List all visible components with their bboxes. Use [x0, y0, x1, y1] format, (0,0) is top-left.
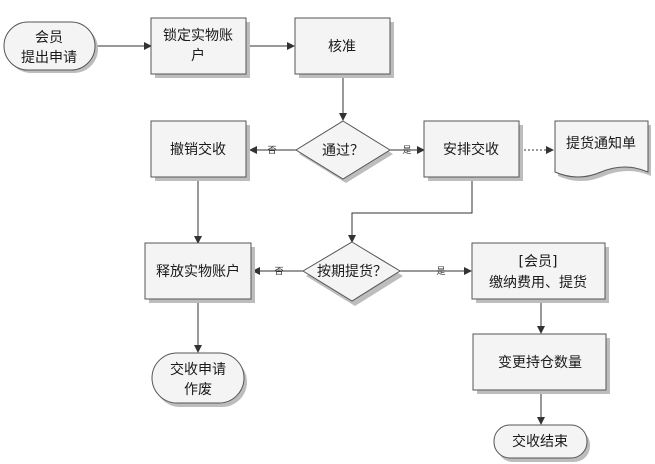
- node-member-apply: 会员 提出申请: [3, 21, 98, 73]
- revoke-label: 撤销交收: [170, 141, 226, 158]
- node-release-account: 释放实物账户: [144, 242, 255, 303]
- node-end: 交收结束: [493, 424, 590, 462]
- change-position-label: 变更持仓数量: [498, 355, 582, 371]
- member-apply-line1: 会员: [35, 30, 63, 46]
- label-no-ontime: 否: [274, 266, 283, 277]
- node-lock-account: 锁定实物账 户: [150, 17, 250, 78]
- label-no-passed: 否: [267, 145, 276, 156]
- arrange-label: 安排交收: [443, 141, 499, 158]
- node-arrange: 安排交收: [423, 120, 523, 181]
- node-revoke: 撤销交收: [150, 120, 250, 181]
- node-void-apply: 交收申请 作废: [151, 352, 247, 407]
- ontime-label: 按期提货？: [317, 263, 387, 280]
- release-account-label: 释放实物账户: [156, 263, 240, 280]
- node-approve: 核准: [294, 17, 394, 78]
- edges: [95, 42, 554, 425]
- member-apply-line2: 提出申请: [21, 50, 77, 66]
- end-label: 交收结束: [512, 433, 568, 450]
- node-change-position: 变更持仓数量: [472, 333, 610, 394]
- node-ontime-decision: 按期提货？: [302, 241, 403, 306]
- passed-label: 通过？: [322, 143, 364, 159]
- edge-labels: 否 是 否 是: [267, 145, 445, 277]
- node-delivery-notice: 提货通知单: [554, 120, 651, 181]
- member-pay-line1: [会员]: [519, 254, 558, 270]
- label-yes-passed: 是: [402, 145, 411, 156]
- void-apply-line1: 交收申请: [170, 361, 226, 378]
- lock-account-line1: 锁定实物账: [163, 28, 233, 44]
- approve-label: 核准: [328, 39, 356, 55]
- member-pay-line2: 缴纳费用、提货: [489, 274, 587, 291]
- void-apply-line2: 作废: [184, 382, 212, 398]
- edge-arrange-to-ontime: [348, 180, 473, 243]
- delivery-notice-label: 提货通知单: [566, 135, 636, 152]
- label-yes-ontime: 是: [436, 266, 445, 277]
- lock-account-line2: 户: [191, 47, 205, 64]
- node-member-pay: [会员] 缴纳费用、提货: [471, 242, 609, 303]
- node-passed-decision: 通过？: [295, 120, 393, 183]
